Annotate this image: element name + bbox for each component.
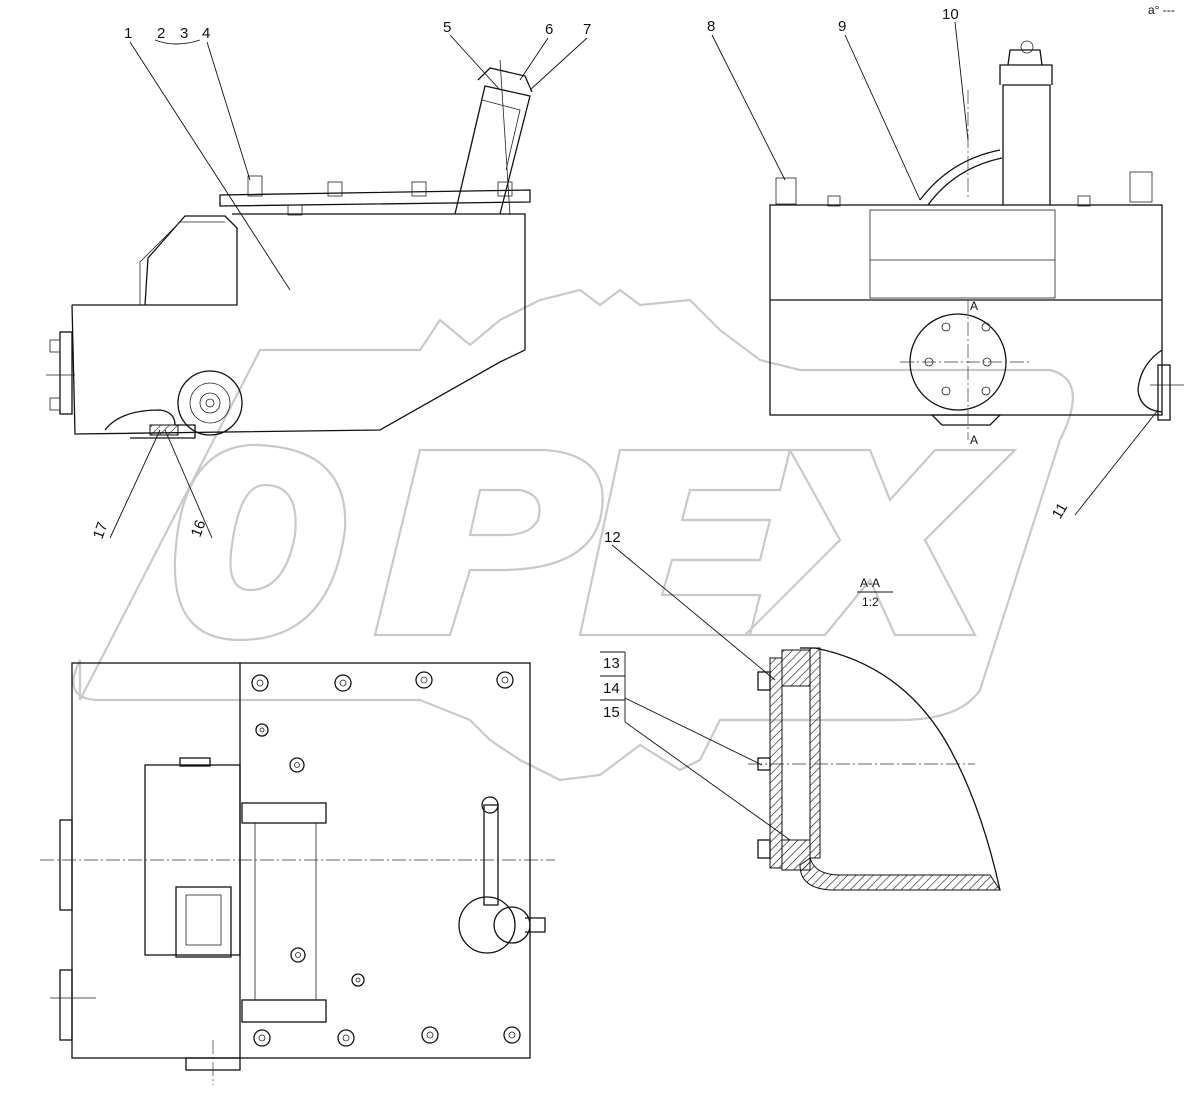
front-view: [769, 40, 1184, 440]
label-6: 6: [545, 21, 553, 38]
label-7: 7: [583, 21, 591, 38]
section-name: A-A: [860, 576, 880, 590]
label-13: 13: [603, 655, 620, 672]
label-1: 1: [124, 25, 132, 42]
section-scale: 1:2: [862, 595, 879, 609]
corner-mark: a° ---: [1148, 3, 1175, 17]
part-number-labels: 1 2 3 4 5 6 7 8 9 10 11 12 13 14 15 16 1…: [90, 6, 1071, 721]
label-14: 14: [603, 680, 620, 697]
plan-bolts: [251, 671, 521, 1047]
label-12: 12: [604, 529, 621, 546]
section-callouts: A-A 1:2 A A a° ---: [860, 3, 1175, 609]
watermark-gear: [72, 288, 1074, 782]
label-8: 8: [707, 18, 715, 35]
top-bolts: [247, 175, 513, 216]
label-9: 9: [838, 18, 846, 35]
plan-view: [40, 662, 555, 1085]
section-a-a: [748, 647, 1001, 891]
leader-lines: [109, 21, 1159, 841]
label-4: 4: [202, 25, 210, 42]
label-17: 17: [90, 520, 112, 541]
label-5: 5: [443, 19, 451, 36]
label-2: 2: [157, 25, 165, 42]
side-view: [46, 59, 533, 439]
watermark-text: [173, 443, 1018, 642]
label-15: 15: [603, 704, 620, 721]
label-16: 16: [188, 518, 210, 539]
filler-neck: [454, 59, 533, 216]
label-10: 10: [942, 6, 959, 23]
label-11: 11: [1049, 500, 1072, 522]
label-3: 3: [180, 25, 188, 42]
section-mark-top: A: [970, 299, 978, 313]
section-mark-bottom: A: [970, 433, 978, 447]
